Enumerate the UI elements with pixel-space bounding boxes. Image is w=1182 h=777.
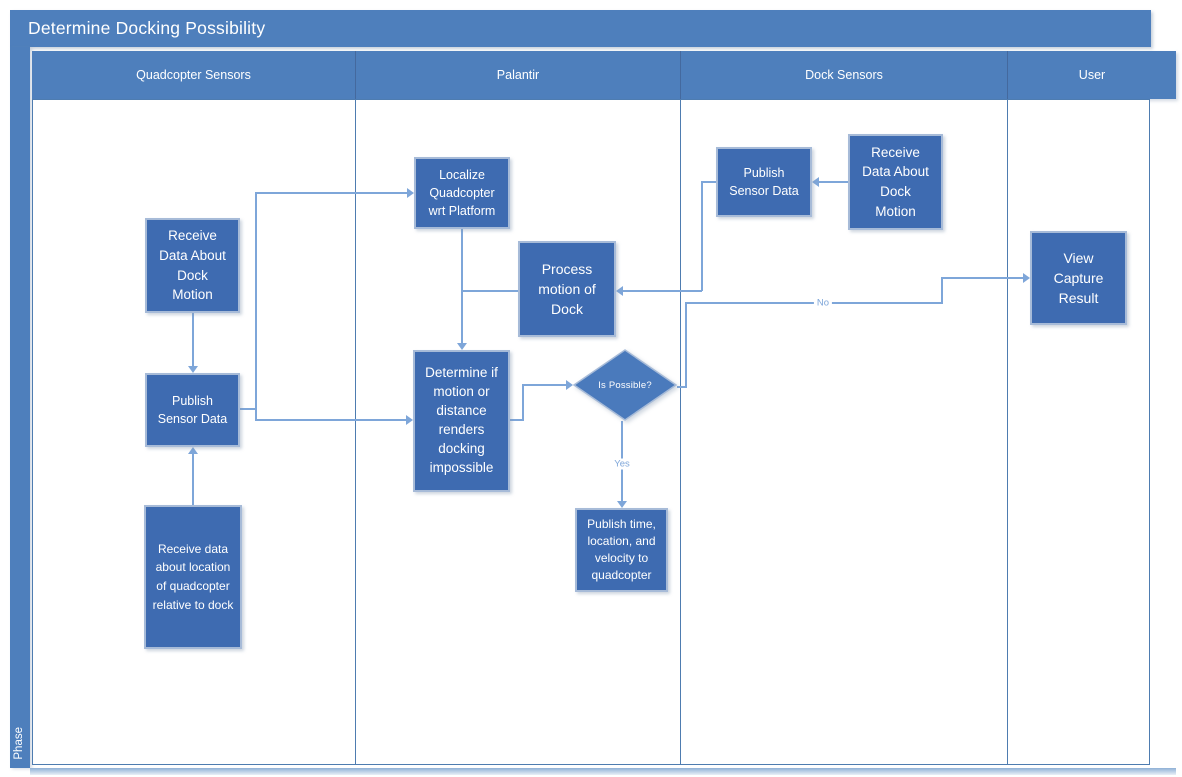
lane-separator-3 (1007, 100, 1008, 764)
edge-label-no: No (813, 297, 833, 309)
connector-no-riser-seg (685, 303, 687, 388)
connector-publishdock-to-process-arrowhead (616, 286, 623, 296)
edge-label-yes: Yes (611, 458, 633, 470)
phase-strip: Phase (10, 47, 30, 768)
lane-header-user: User (1007, 51, 1176, 99)
connector-receiveqc-to-publishqc-arrowhead (188, 366, 198, 373)
connector-localize-to-determine-arrowhead (457, 343, 467, 350)
lane-separator-2 (680, 100, 681, 764)
connector-publishqc-to-localize-seg (255, 192, 407, 194)
connector-determine-out-seg (510, 419, 524, 421)
connector-publishdock-drop-seg (701, 181, 703, 291)
bottom-band-strip (30, 768, 1176, 775)
connector-receiveloc-to-publishqc-seg (192, 454, 194, 505)
lane-header-dock-sensors: Dock Sensors (680, 51, 1007, 99)
connector-processmotion-join-seg (462, 290, 518, 292)
connector-publishdock-to-process-seg (623, 290, 702, 292)
connector-publishqc-to-determine-arrowhead (406, 415, 413, 425)
diagram-title: Determine Docking Possibility (28, 18, 266, 38)
connector-determine-riser-seg (522, 385, 524, 421)
phase-label: Phase (13, 727, 25, 760)
node-publish-time-location-velocity: Publish time, location, and velocity to … (575, 508, 668, 592)
connector-publishqc-riser-seg (255, 193, 257, 420)
connector-no-to-view-seg (941, 277, 1023, 279)
node-process-motion-of-dock: Process motion of Dock (518, 241, 616, 337)
connector-publishqc-to-localize-arrowhead (407, 188, 414, 198)
connector-determine-to-diamond-seg (522, 384, 567, 386)
node-publish-sensor-data-quadcopter: Publish Sensor Data (145, 373, 240, 447)
connector-publishdock-out-seg (702, 181, 716, 183)
lane-header-palantir: Palantir (355, 51, 680, 99)
connector-localize-to-determine-seg (461, 229, 463, 343)
lane-separator-1 (355, 100, 356, 764)
connector-publishqc-to-determine-seg (255, 419, 406, 421)
node-receive-dock-motion-dock: Receive Data About Dock Motion (848, 134, 943, 230)
node-determine-docking-impossible: Determine if motion or distance renders … (413, 350, 510, 492)
connector-no-to-view-arrowhead (1023, 273, 1030, 283)
diamond-shape (572, 349, 678, 421)
lane-header-quadcopter-sensors: Quadcopter Sensors (136, 68, 251, 82)
node-view-capture-result: View Capture Result (1030, 231, 1127, 325)
connector-no-out-seg (677, 386, 687, 388)
connector-no-riser2-seg (941, 277, 943, 304)
node-receive-location-data: Receive data about location of quadcopte… (144, 505, 242, 649)
diagram-title-bar: Determine Docking Possibility (10, 10, 1151, 47)
decision-label: Is Possible? (598, 379, 652, 391)
connector-receiveqc-to-publishqc-seg (192, 313, 194, 366)
connector-yes-arrowhead (617, 501, 627, 508)
connector-receivedock-to-publishdock-seg (819, 181, 848, 183)
connector-receivedock-to-publishdock-arrowhead (812, 177, 819, 187)
decision-is-possible: Is Possible? (572, 349, 678, 421)
node-localize-quadcopter: Localize Quadcopter wrt Platform (414, 157, 510, 229)
connector-determine-to-diamond-arrowhead (566, 380, 573, 390)
node-publish-sensor-data-dock: Publish Sensor Data (716, 147, 812, 217)
connector-publishqc-out-seg1 (240, 408, 257, 410)
lane-header-row: Quadcopter Sensors Palantir Dock Sensors… (32, 51, 1176, 99)
node-receive-dock-motion-quadcopter: Receive Data About Dock Motion (145, 218, 240, 313)
connector-receiveloc-to-publishqc-arrowhead (188, 447, 198, 454)
